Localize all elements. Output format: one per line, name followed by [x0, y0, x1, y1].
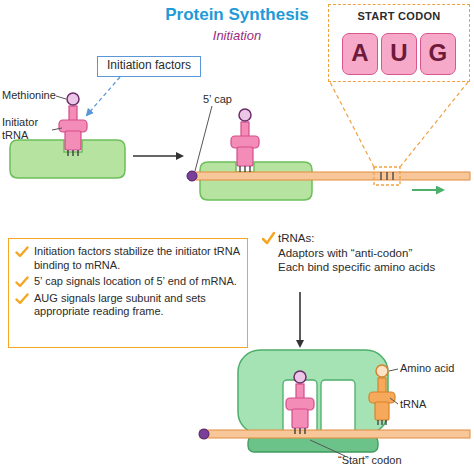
mrna-strand — [190, 172, 470, 180]
zoom-line — [330, 82, 374, 167]
five-prime-cap — [187, 171, 197, 181]
methionine — [67, 93, 79, 105]
note-text: Each bind specific amino acids — [278, 261, 473, 274]
check-mark — [15, 246, 29, 258]
part-label: 5’ cap — [203, 93, 253, 106]
initiator-trna — [231, 122, 259, 172]
part-label: Amino acid — [400, 362, 472, 375]
leader-line — [56, 96, 66, 99]
step-arrow — [299, 292, 301, 346]
codon-tick — [392, 172, 393, 180]
part-label: Initiator tRNA — [2, 116, 54, 142]
check-mark — [15, 276, 29, 288]
methionine — [239, 109, 251, 121]
zoom-line — [400, 82, 468, 167]
leader-line — [389, 369, 398, 371]
node-text: AUG signals large subunit and sets appro… — [34, 292, 241, 319]
step-arrow — [133, 155, 182, 157]
ribosome-site — [321, 380, 355, 434]
check-mark-stroke — [17, 278, 28, 287]
nucleotide-box: G — [420, 33, 456, 75]
subtitle: Initiation — [0, 28, 474, 43]
node-text: A — [343, 34, 377, 72]
note-heading: tRNAs: — [278, 232, 468, 245]
codon-highlight — [374, 167, 400, 185]
part-label: tRNA — [400, 398, 460, 411]
large-subunit — [238, 350, 388, 434]
node-text: Initiation factors stabilize the initiat… — [34, 245, 241, 272]
initiator-trna — [59, 106, 87, 156]
summary-box: Initiation factors stabilize the initiat… — [8, 238, 248, 348]
checklist-item: AUG signals large subunit and sets appro… — [15, 292, 241, 319]
part-label: “Start” codon — [338, 454, 438, 467]
charged-trna — [369, 378, 395, 425]
nucleotide-box: A — [342, 33, 378, 75]
methionine — [294, 371, 306, 383]
check-mark-stroke — [17, 294, 28, 303]
node-text: U — [382, 34, 416, 72]
amino-acid — [376, 365, 388, 377]
small-subunit — [200, 162, 312, 200]
checklist-item: 5’ cap signals location of 5’ end of mRN… — [15, 275, 241, 289]
checklist-item: Initiation factors stabilize the initiat… — [15, 245, 241, 272]
initiator-trna — [286, 384, 314, 434]
five-prime-cap — [199, 429, 209, 439]
codon-tick — [380, 172, 381, 180]
label-box: Initiation factors — [97, 56, 201, 77]
pointer-arrow — [87, 77, 120, 115]
check-mark — [15, 293, 29, 305]
check-mark-stroke — [17, 248, 28, 257]
leader-line — [52, 128, 62, 130]
direction-arrow — [412, 189, 442, 191]
leader-line — [390, 398, 398, 404]
diagram-title: Protein Synthesis — [0, 5, 474, 25]
node-text: G — [421, 34, 455, 72]
leader-line — [310, 440, 345, 456]
check-mark — [263, 233, 274, 243]
node-text: 5’ cap signals location of 5’ end of mRN… — [34, 275, 237, 289]
node-text: START CODON — [329, 10, 469, 22]
mrna-strand — [200, 430, 470, 438]
ribosome-site — [283, 380, 317, 434]
codon-tick — [386, 172, 387, 180]
nucleotide-box: U — [381, 33, 417, 75]
note-text: Adaptors with “anti-codon” — [278, 247, 473, 260]
start-codon-box: START CODON AUG — [328, 4, 470, 82]
node-text: Initiation factors — [98, 57, 200, 74]
part-label: Methionine — [2, 89, 62, 102]
leader-line — [195, 106, 212, 171]
